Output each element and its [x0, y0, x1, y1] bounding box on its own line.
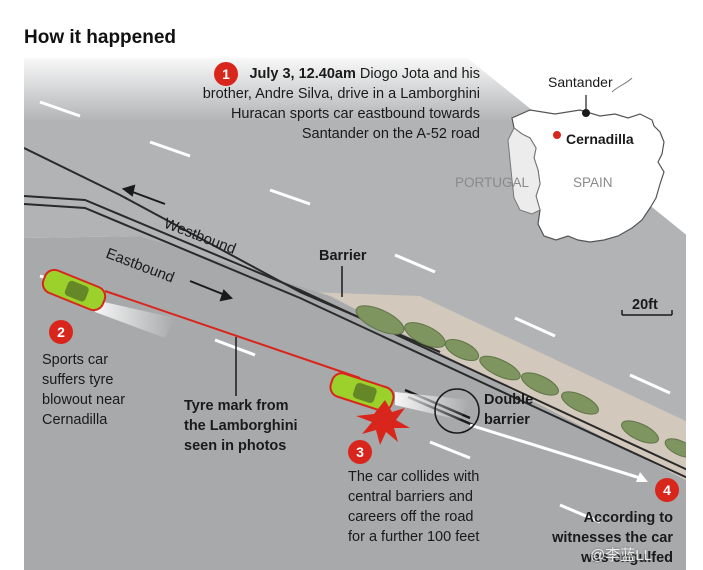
leader-lines — [235, 266, 343, 396]
median-shrubs — [355, 305, 686, 458]
step-1-badge: 1 — [214, 62, 238, 86]
map-label-portugal: PORTUGAL — [455, 175, 530, 190]
label-scale: 20ft — [632, 297, 658, 313]
map-label-spain: SPAIN — [573, 175, 613, 190]
step-2-text: Sports car suffers tyre blowout near Cer… — [42, 352, 126, 428]
step-4-text: According to witnesses the car was engul… — [552, 510, 673, 566]
scale-bar — [621, 310, 673, 316]
watermark: @李蓝LL — [590, 547, 652, 564]
label-barrier: Barrier — [319, 248, 367, 264]
cernadilla-marker — [553, 131, 561, 139]
step-3-badge: 3 — [348, 440, 372, 464]
label-double-barrier: Double barrier — [484, 392, 534, 428]
direction-arrows — [121, 184, 234, 302]
step-1-body: Diogo Jota and his brother, Andre Silva,… — [202, 66, 480, 142]
headlight-beam-1 — [95, 300, 175, 338]
crash-highlight-circle — [434, 388, 480, 434]
map-label-cernadilla: Cernadilla — [566, 131, 634, 147]
label-tyre-mark: Tyre mark from the Lamborghini seen in p… — [184, 398, 298, 454]
page-title: How it happened — [24, 27, 176, 48]
step-1-text: July 3, 12.40am Diogo Jota and his broth… — [180, 64, 480, 144]
step-3-text: The car collides with central barriers a… — [348, 469, 480, 545]
tyre-mark — [104, 290, 361, 379]
map-label-santander: Santander — [548, 74, 613, 90]
sports-car-2 — [329, 372, 395, 412]
step-1-lead: July 3, 12.40am — [249, 66, 356, 82]
step-2-badge: 2 — [49, 320, 73, 344]
headlight-beam-2 — [395, 392, 470, 420]
sports-car-1 — [41, 268, 107, 312]
impact-burst — [356, 400, 410, 445]
post-crash-path — [469, 423, 641, 480]
santander-marker — [582, 109, 590, 117]
portugal-outline — [507, 127, 541, 215]
westbound-lane-dashes — [39, 100, 671, 395]
step-4-badge: 4 — [655, 478, 679, 502]
spain-map — [507, 77, 665, 243]
